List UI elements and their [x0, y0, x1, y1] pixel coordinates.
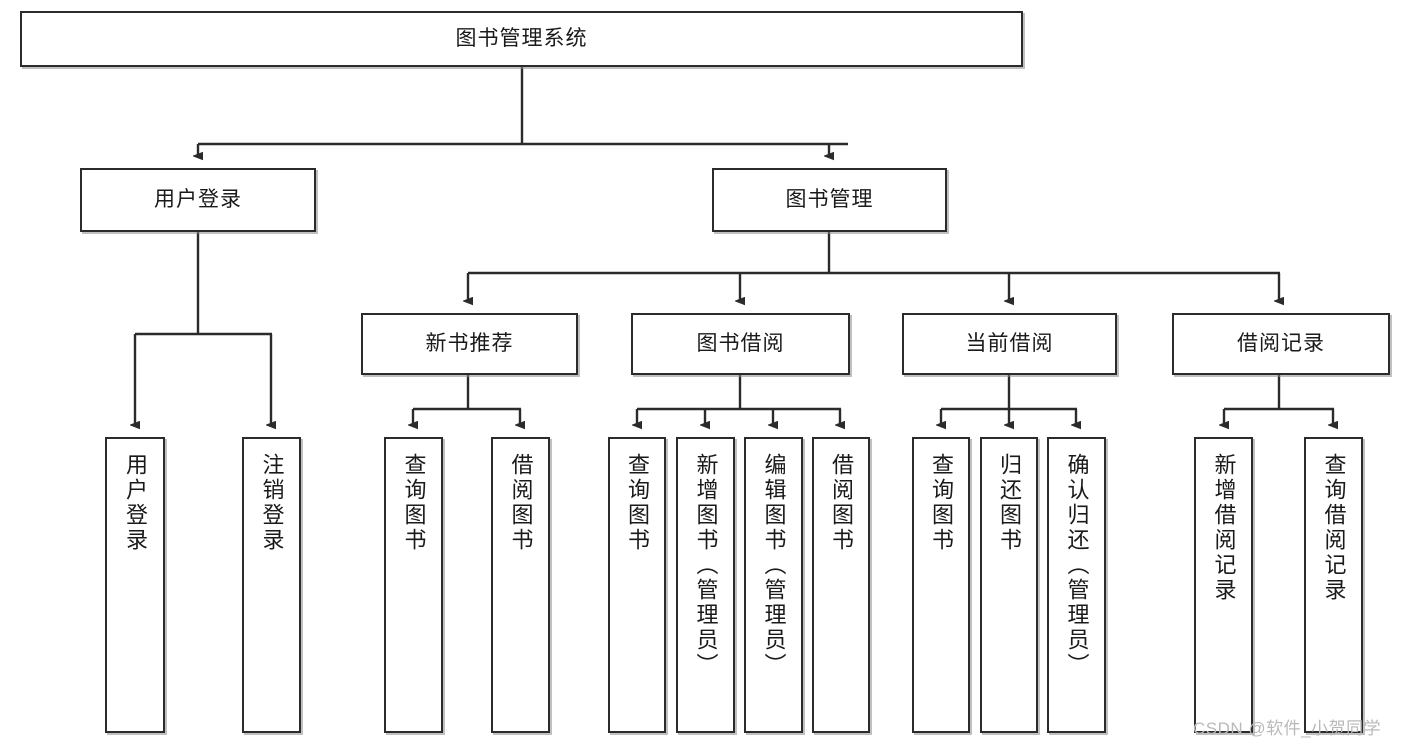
node-leaf-user-logout[interactable]: 注销登录: [242, 437, 301, 733]
node-new-book-recommend-label: 新书推荐: [425, 332, 514, 356]
node-user-login[interactable]: 用户登录: [80, 168, 316, 232]
node-leaf-borrow-book-2[interactable]: 借阅图书: [812, 437, 870, 733]
node-leaf-borrow-book-2-label: 借阅图书: [829, 453, 854, 553]
node-leaf-user-login[interactable]: 用户登录: [105, 437, 165, 733]
node-leaf-query-book-1[interactable]: 查询图书: [384, 437, 443, 733]
node-current-borrow-label: 当前借阅: [965, 332, 1054, 356]
node-new-book-recommend[interactable]: 新书推荐: [361, 313, 578, 375]
watermark: CSDN @软件_小贺同学: [1193, 719, 1382, 738]
node-current-borrow[interactable]: 当前借阅: [902, 313, 1117, 375]
node-leaf-return-book-label: 归还图书: [997, 453, 1022, 553]
node-root[interactable]: 图书管理系统: [20, 11, 1023, 67]
node-leaf-user-login-label: 用户登录: [123, 453, 148, 553]
node-leaf-add-book[interactable]: 新增图书（管理员）: [676, 437, 735, 733]
node-root-label: 图书管理系统: [455, 27, 588, 51]
node-borrow-record[interactable]: 借阅记录: [1172, 313, 1390, 375]
node-leaf-confirm-return[interactable]: 确认归还（管理员）: [1047, 437, 1106, 733]
node-book-borrow-label: 图书借阅: [696, 332, 785, 356]
node-leaf-query-record[interactable]: 查询借阅记录: [1304, 437, 1363, 733]
node-leaf-query-book-2[interactable]: 查询图书: [608, 437, 666, 733]
node-leaf-confirm-return-label: 确认归还（管理员）: [1064, 453, 1090, 678]
node-leaf-add-book-label: 新增图书（管理员）: [693, 453, 719, 678]
node-book-manage[interactable]: 图书管理: [712, 168, 947, 232]
node-leaf-query-book-1-label: 查询图书: [401, 453, 427, 553]
node-leaf-user-logout-label: 注销登录: [259, 453, 285, 553]
node-leaf-query-record-label: 查询借阅记录: [1321, 453, 1347, 603]
node-leaf-borrow-book-1-label: 借阅图书: [508, 453, 534, 553]
node-leaf-query-book-3-label: 查询图书: [929, 453, 954, 553]
node-leaf-return-book[interactable]: 归还图书: [980, 437, 1038, 733]
node-book-borrow[interactable]: 图书借阅: [631, 313, 850, 375]
node-leaf-query-book-2-label: 查询图书: [625, 453, 650, 553]
node-user-login-label: 用户登录: [154, 188, 242, 212]
node-leaf-borrow-book-1[interactable]: 借阅图书: [491, 437, 550, 733]
node-leaf-edit-book-label: 编辑图书（管理员）: [761, 453, 787, 678]
node-leaf-add-record[interactable]: 新增借阅记录: [1194, 437, 1253, 733]
node-leaf-add-record-label: 新增借阅记录: [1211, 453, 1237, 603]
node-book-manage-label: 图书管理: [785, 188, 874, 212]
node-leaf-edit-book[interactable]: 编辑图书（管理员）: [744, 437, 803, 733]
node-borrow-record-label: 借阅记录: [1237, 332, 1325, 356]
node-leaf-query-book-3[interactable]: 查询图书: [912, 437, 970, 733]
